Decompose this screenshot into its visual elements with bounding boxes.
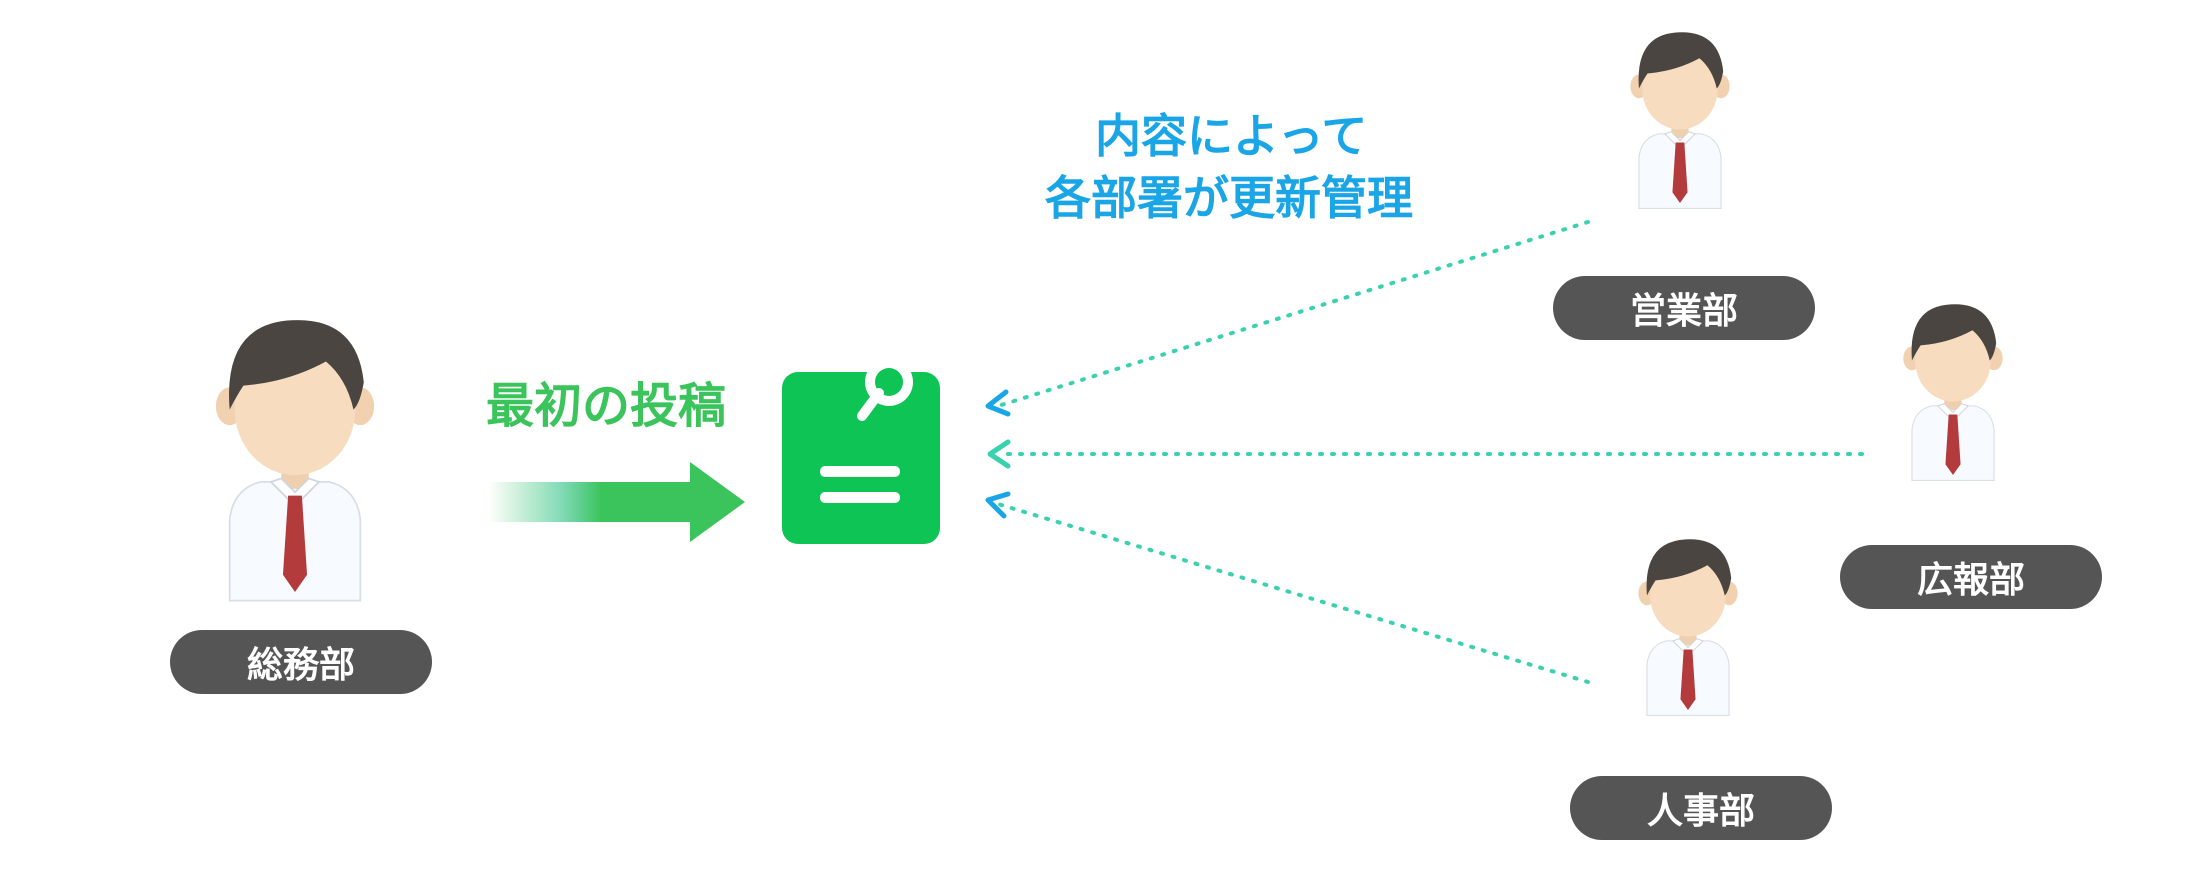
office-worker-icon-general-affairs [215,320,375,602]
update-label-line2: 各部署が更新管理 [1045,171,1413,225]
chevron-left-icon [985,491,1011,519]
right-arrow-icon [488,462,745,542]
chevron-left-icon [985,389,1011,417]
dotted-line-hr [996,502,1590,684]
office-worker-icon-hr [1638,539,1738,716]
clipboard-note-icon [782,358,940,544]
office-worker-icon-pr [1903,304,2003,481]
department-badge-general-affairs: 総務部 [170,630,432,694]
department-badge-sales: 営業部 [1553,276,1815,340]
dotted-line-sales [996,220,1590,408]
dotted-connectors [996,220,1864,684]
office-worker-icon-sales [1630,32,1730,209]
department-badge-hr: 人事部 [1570,776,1832,840]
chevron-left-icon [987,439,1011,469]
department-badge-pr: 広報部 [1840,545,2102,609]
arrowheads [985,389,1011,519]
update-label-line1: 内容によって [1095,109,1368,163]
first-post-label: 最初の投稿 [486,378,727,434]
